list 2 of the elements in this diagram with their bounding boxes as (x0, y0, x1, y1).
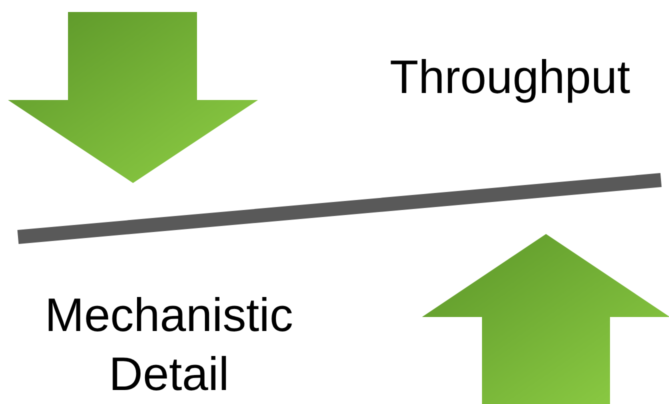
axis-label: Throughput (388, 49, 632, 105)
axis-label: Mechanistic Detail (44, 287, 294, 402)
